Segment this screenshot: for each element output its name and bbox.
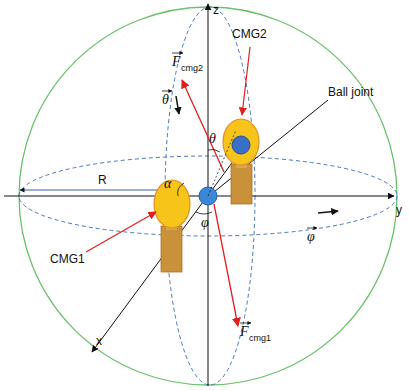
- theta-unit-vector: [176, 96, 179, 114]
- phi-unit-vector: [318, 211, 338, 213]
- theta-arc: [208, 149, 220, 152]
- theta-ray: [208, 130, 236, 196]
- force-cmg1-bar: [240, 323, 251, 324]
- force-cmg1-arrow: [214, 204, 238, 326]
- part-name: CMG2: [232, 28, 267, 40]
- force-cmg2-bar: [172, 53, 183, 54]
- force-cmg2-arrow: [182, 80, 224, 172]
- phi-vector-bar: [307, 228, 317, 229]
- angle-label: α: [164, 177, 171, 191]
- cmg1-base: [161, 226, 182, 272]
- radius-arrow: [20, 190, 168, 191]
- force-symbol: F: [172, 55, 181, 69]
- force-subscript: cmg2: [181, 64, 203, 73]
- dimension-label: R: [98, 174, 107, 186]
- cmg2-base: [231, 164, 252, 204]
- theta-vector-bar: [162, 91, 172, 92]
- cmg2-rotor: [223, 119, 259, 165]
- x-axis: [92, 152, 240, 352]
- unit-vector-label: φ: [307, 230, 315, 244]
- axis-label: z: [213, 4, 219, 16]
- force-symbol: F: [240, 325, 249, 339]
- alpha-arc: [178, 183, 184, 196]
- cmg2-gimbal: [232, 136, 250, 154]
- cmg1-leader: [86, 212, 156, 252]
- force-subscript: cmg1: [249, 334, 271, 343]
- part-name: CMG1: [50, 253, 85, 265]
- cmg1-rotor: [154, 180, 190, 228]
- angle-label: φ: [201, 216, 209, 230]
- part-name: Ball joint: [328, 86, 373, 98]
- phi-arc: [196, 212, 212, 214]
- angle-label: θ: [209, 132, 216, 146]
- cmg2-leader: [242, 47, 250, 115]
- axis-label: x: [96, 335, 102, 347]
- axis-label: y: [396, 204, 402, 216]
- unit-vector-label: θ: [162, 93, 169, 107]
